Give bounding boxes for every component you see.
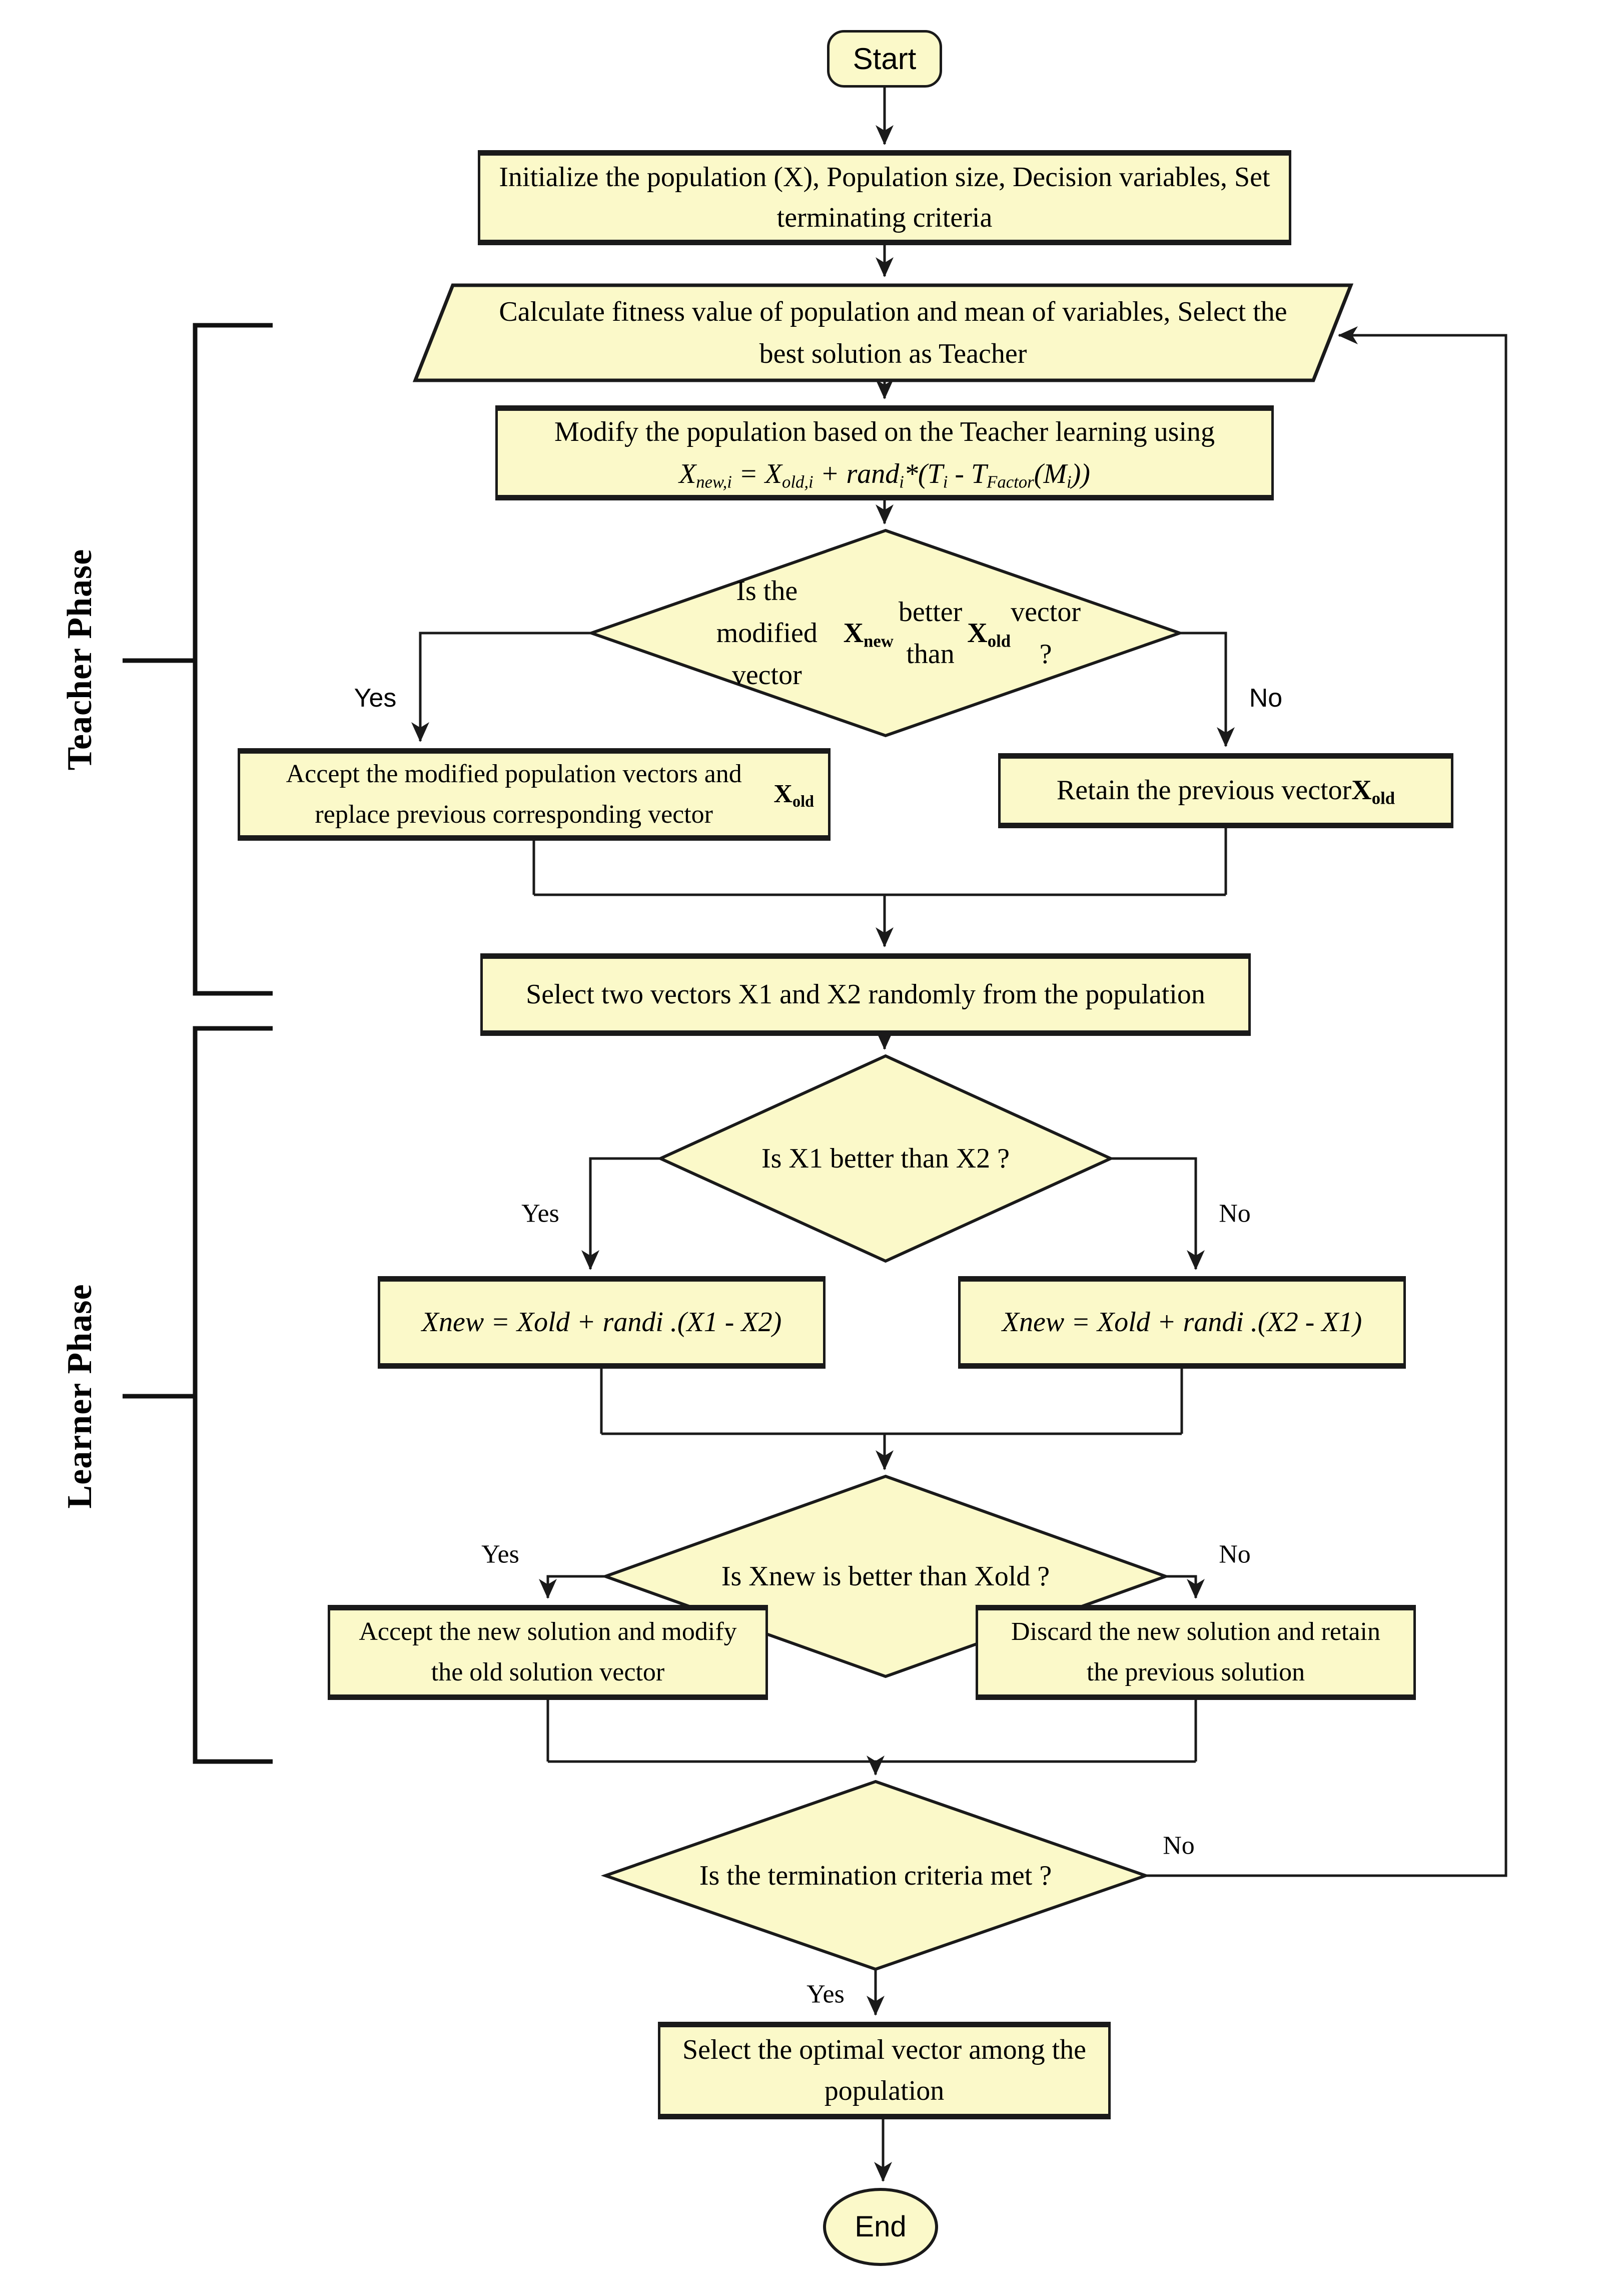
arrow-d2-yes (581, 1157, 660, 1270)
feedback-no-loop (1146, 326, 1507, 1877)
end-node: End (823, 2188, 938, 2266)
decision1-no-label: No (1249, 684, 1283, 713)
teacher-phase-label: Teacher Phase (61, 548, 99, 771)
learner-phase-label: Learner Phase (61, 1284, 99, 1509)
retain-previous-node: Retain the previous vector Xold (998, 753, 1453, 828)
learner-bracket (193, 1026, 273, 1764)
decision3-text: Is Xnew is better than Xold ? (721, 1561, 1050, 1592)
initialize-node: Initialize the population (X), Populatio… (478, 150, 1291, 245)
discard-new-solution-node: Discard the new solution and retain the … (976, 1605, 1416, 1700)
decision4-text: Is the termination criteria met ? (699, 1860, 1052, 1891)
decision1-yes-label: Yes (354, 684, 397, 713)
arrow-d3-yes (539, 1575, 605, 1599)
decision3-yes-label: Yes (481, 1540, 519, 1569)
arrow-d2-no (1111, 1157, 1205, 1270)
calculate-node-text: Calculate fitness value of population an… (499, 296, 1287, 369)
calculate-parallelogram (412, 283, 1354, 382)
decision2-no-label: No (1219, 1199, 1251, 1228)
decision4-no-label: No (1163, 1831, 1195, 1860)
accept-new-solution-node: Accept the new solution and modify the o… (328, 1605, 768, 1700)
modify-node: Modify the population based on the Teach… (495, 405, 1274, 500)
modify-node-formula: Xnew,i = Xold,i + randi*(Ti - TFactor(Mi… (679, 458, 1090, 492)
xnew-no-node: Xnew = Xold + randi .(X2 - X1) (958, 1276, 1406, 1369)
select-two-vectors-node: Select two vectors X1 and X2 randomly fr… (480, 953, 1251, 1036)
decision2-yes-label: Yes (521, 1199, 559, 1228)
modify-node-line1: Modify the population based on the Teach… (554, 416, 1215, 447)
arrow-d1-no (1180, 632, 1235, 747)
xnew-yes-node: Xnew = Xold + randi .(X1 - X2) (378, 1276, 826, 1369)
arrow-d1-yes (411, 632, 591, 742)
decision3-no-label: No (1219, 1540, 1251, 1569)
start-node: Start (827, 30, 942, 88)
teacher-bracket (193, 323, 273, 996)
select-optimal-node: Select the optimal vector among the popu… (658, 2022, 1111, 2119)
decision2-diamond (656, 1054, 1115, 1263)
decision4-yes-label: Yes (807, 1980, 845, 2009)
decision2-text: Is X1 better than X2 ? (761, 1143, 1010, 1174)
decision1-diamond (586, 528, 1185, 738)
decision1-text: Is the modified vector Xnew better than … (716, 576, 1081, 691)
accept-modified-node: Accept the modified population vectors a… (238, 748, 831, 841)
arrow-d3-no (1166, 1575, 1205, 1599)
